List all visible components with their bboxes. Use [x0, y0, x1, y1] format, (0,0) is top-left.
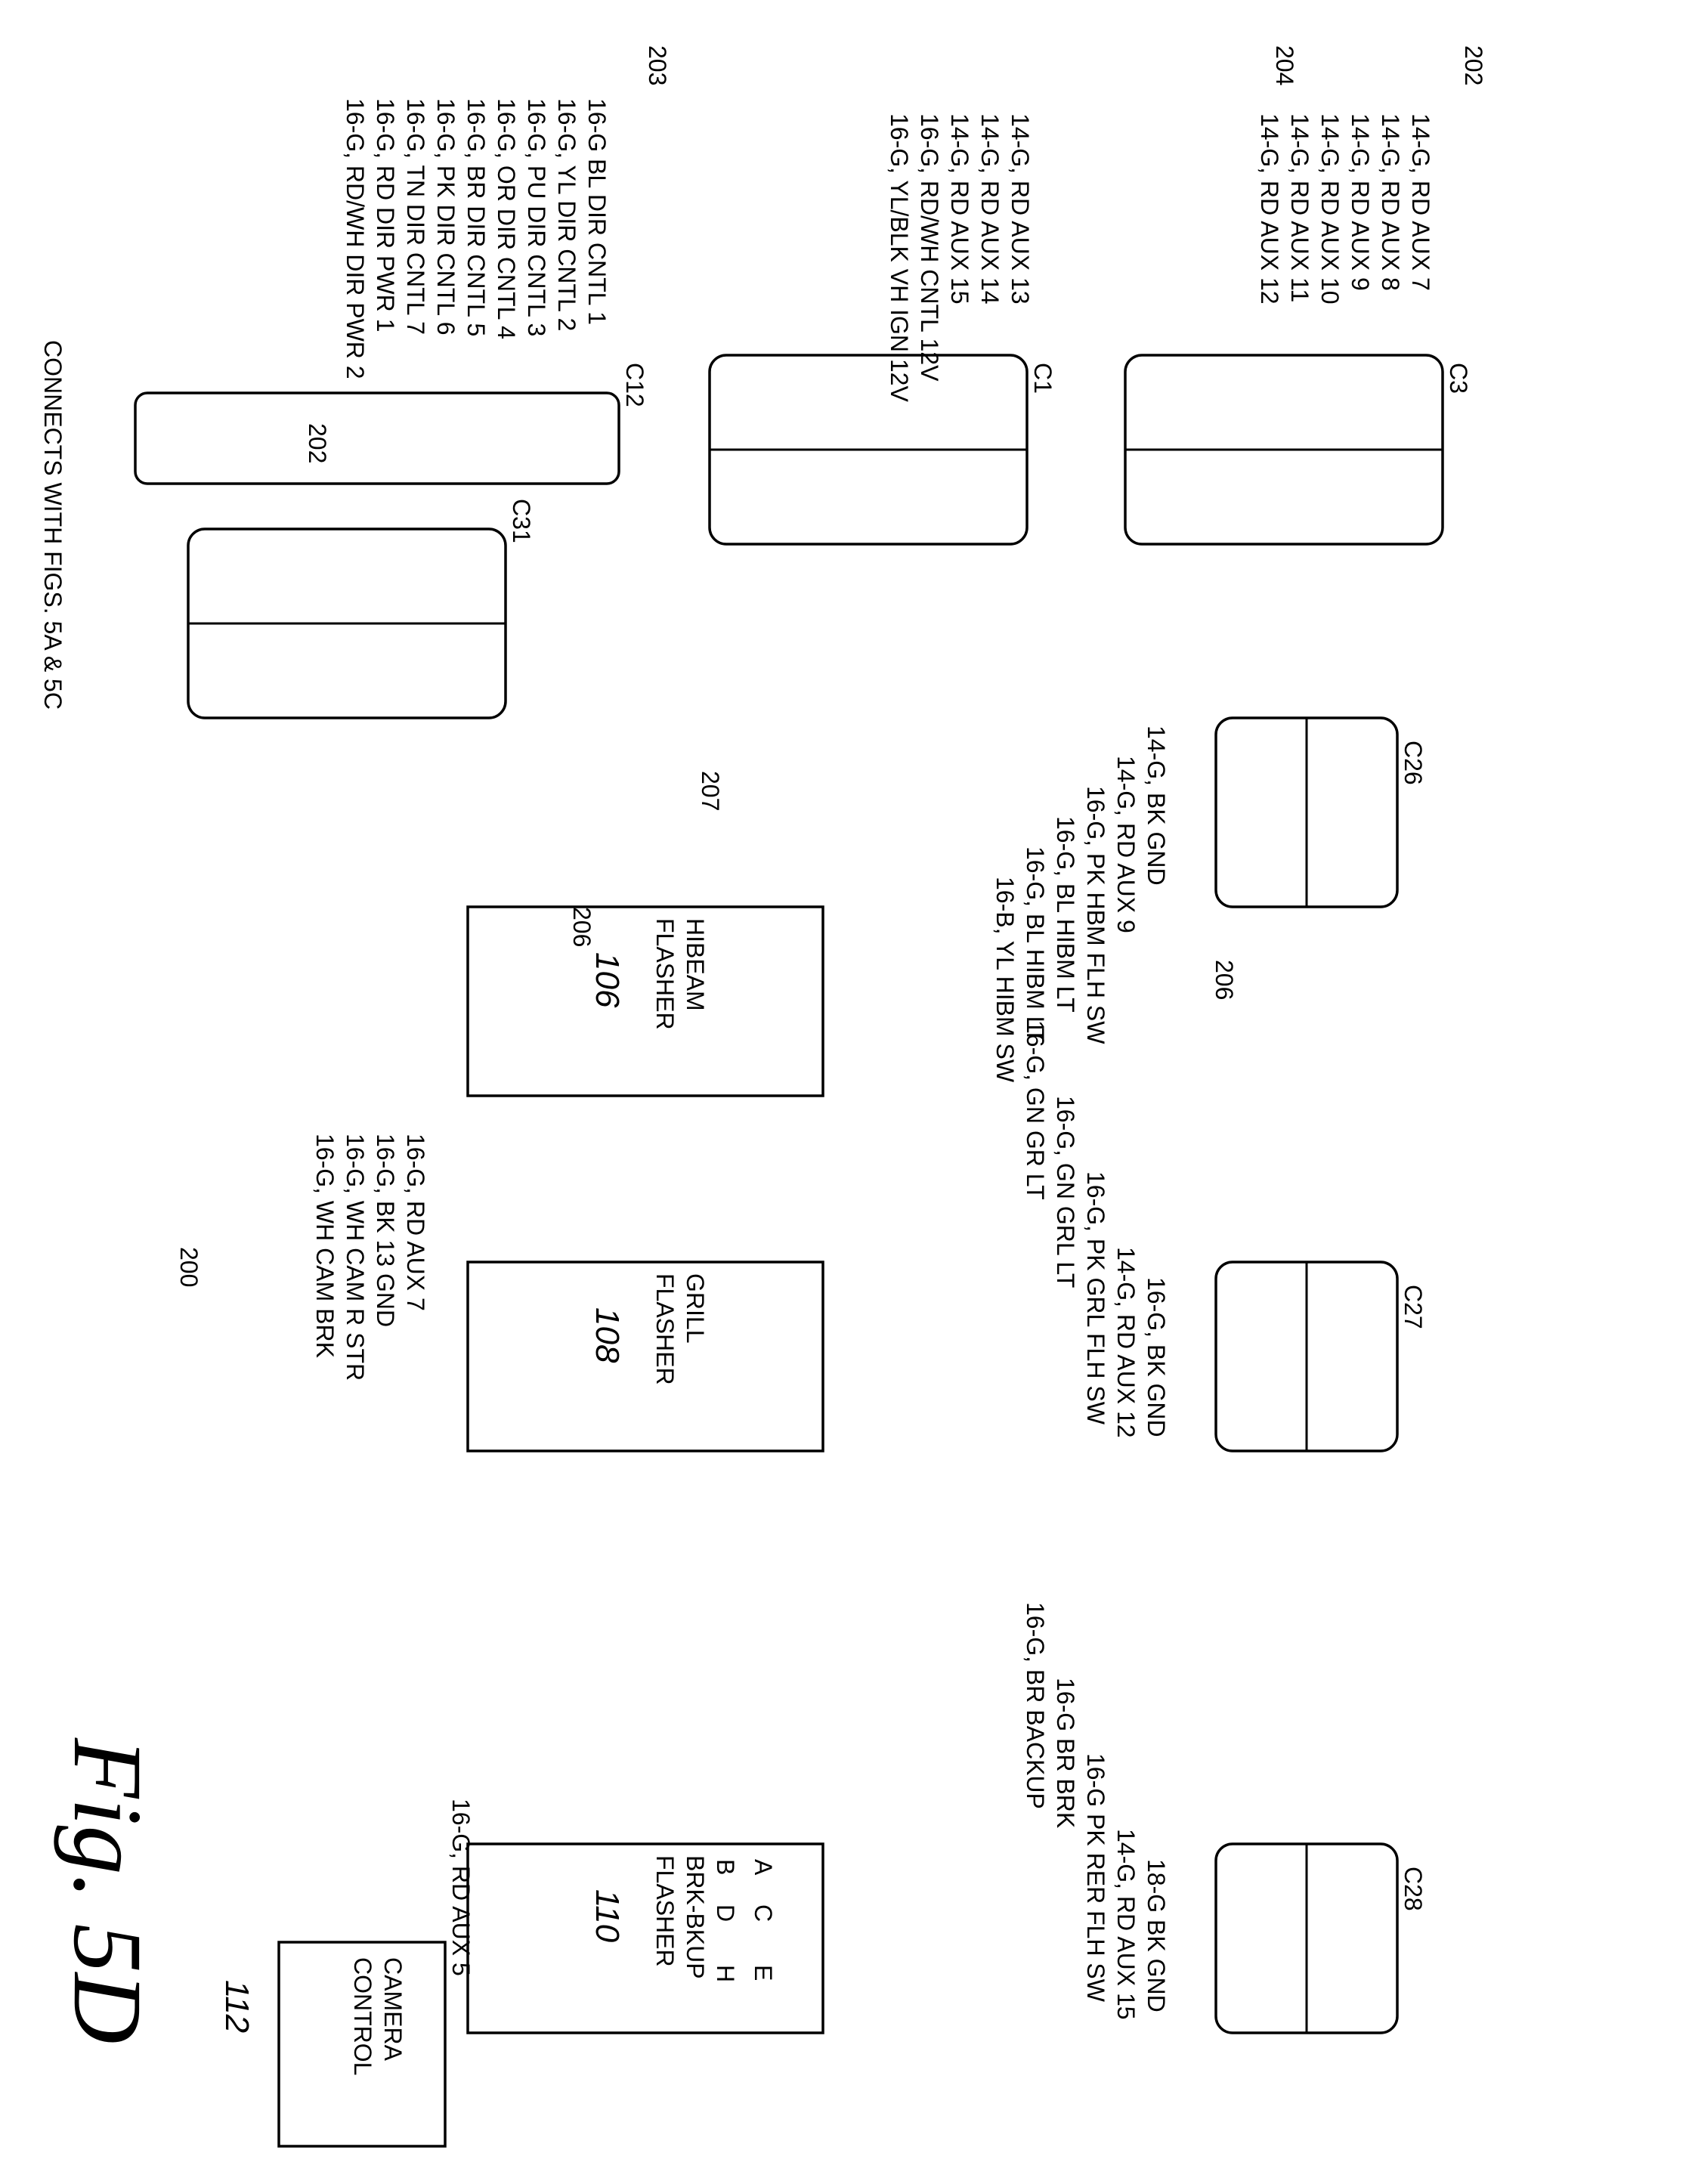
- wire-label: 16-G, BL HIBM LT: [1052, 816, 1079, 1013]
- wire-label: 14-G, RD AUX 12: [1112, 1247, 1140, 1438]
- wire-label: 16-G, BL HIBM LT: [1022, 846, 1049, 1043]
- ref-tags: 200 202 202 203 204 206 206 207: [175, 45, 1487, 1287]
- flasher-110: BRK-BKUP FLASHER 110: [466, 1842, 824, 2034]
- camera-control-number: 112: [218, 1980, 255, 2033]
- connector-c28: C28: [1214, 1842, 1427, 2034]
- wire-label: 16-G, BK 13 GND: [372, 1134, 399, 1327]
- wire-label: 16-G, YL DIR CNTL 2: [553, 98, 580, 331]
- ref-tag-202b: 202: [304, 423, 331, 463]
- wire-label: 16-G BR BRK: [1052, 1678, 1079, 1828]
- ref-tag-202: 202: [1460, 45, 1487, 85]
- wire-label: 16-G BL DIR CNTL 1: [583, 98, 611, 325]
- wire-label: 14-G, BK GND: [1143, 725, 1170, 886]
- flasher-pin-b: B: [712, 1859, 739, 1875]
- wire-label: 16-G PK RER FLH SW: [1082, 1753, 1109, 2003]
- wire-label: 16-B, YL HIBM SW: [991, 877, 1019, 1083]
- ref-tag-204: 204: [1271, 45, 1298, 85]
- wire-label: 16-G, PK GRL FLH SW: [1082, 1171, 1109, 1425]
- flasher-pin-d: D: [712, 1904, 739, 1922]
- connector-c1: C1: [708, 354, 1056, 546]
- connects-note: CONNECTS WITH FIGS. 5A & 5C: [39, 340, 67, 710]
- flasher-108: GRILL FLASHER 108: [466, 1261, 824, 1452]
- wire-label: 16-G, PK DIR CNTL 6: [432, 98, 459, 336]
- wire-label: 16-G, TN DIR CNTL 7: [402, 98, 429, 335]
- wire-label: 16-G, RD AUX 5: [447, 1799, 475, 1976]
- flasher-106-number: 106: [589, 952, 626, 1008]
- ref-tag-206a: 206: [1211, 960, 1238, 1000]
- wire-label: 14-G, RD AUX 11: [1286, 113, 1313, 302]
- wire-label: 14-G, RD AUX 9: [1112, 756, 1140, 933]
- flasher-pin-h: H: [712, 1965, 739, 1982]
- wire-label: 16-G, RD/WH CNTL 12V: [916, 113, 943, 382]
- wire-label: 16-G, PK HBM FLH SW: [1082, 786, 1109, 1044]
- wire-label: 16-G, RD DIR PWR 1: [372, 98, 399, 332]
- wire-label: 14-G, RD AUX 8: [1377, 113, 1404, 291]
- wire-label: 16-G, RD AUX 7: [402, 1134, 429, 1311]
- wire-labels-c3: 14-G, RD AUX 7 14-G, RD AUX 8 14-G, RD A…: [1256, 113, 1434, 305]
- wire-labels-camera: 16-G, RD AUX 5 16-G, RD AUX 7 16-G, BK 1…: [311, 1134, 475, 1976]
- connector-c31-label: C31: [508, 499, 535, 543]
- wire-label: 14-G, RD AUX 15: [1112, 1829, 1140, 2020]
- flasher-110-number: 110: [589, 1889, 626, 1943]
- flasher-110-subtitle: FLASHER: [651, 1855, 679, 1967]
- connector-c26: C26: [1214, 716, 1427, 908]
- flasher-108-title: GRILL: [682, 1273, 709, 1343]
- wire-labels-c27: 16-G, BK GND 14-G, RD AUX 12 16-G, PK GR…: [1022, 1020, 1170, 1438]
- wire-label: 14-G, RD AUX 14: [976, 113, 1004, 305]
- wire-label: 14-G, RD AUX 12: [1256, 113, 1283, 305]
- flasher-110-title: BRK-BKUP: [682, 1855, 709, 1979]
- figure-label: Fig. 5D: [53, 1737, 162, 2043]
- ref-tag-207: 207: [697, 771, 724, 811]
- camera-control-line1: CAMERA: [379, 1957, 407, 2062]
- flasher-pin-a: A: [750, 1859, 777, 1876]
- connector-c1-label: C1: [1029, 363, 1056, 394]
- wire-label: 14-G, RD AUX 9: [1347, 113, 1374, 291]
- connector-c3-label: C3: [1445, 363, 1472, 394]
- wire-labels-c28: 18-G BK GND 14-G, RD AUX 15 16-G PK RER …: [1022, 1602, 1170, 2020]
- wire-label: 18-G BK GND: [1143, 1859, 1170, 2012]
- flasher-pin-letters: A B C D E H: [712, 1859, 777, 1982]
- flasher-108-number: 108: [589, 1307, 626, 1363]
- wire-label: 16-G, BR BACKUP: [1022, 1602, 1049, 1809]
- wire-label: 16-G, PU DIR CNTL 3: [523, 98, 550, 336]
- connector-c3: C3: [1124, 354, 1472, 546]
- flasher-108-subtitle: FLASHER: [651, 1273, 679, 1385]
- wire-label: 16-G, GN GRL LT: [1052, 1096, 1079, 1288]
- wire-label: 16-G, BR DIR CNTL 5: [462, 98, 490, 336]
- wire-labels-c26: 14-G, BK GND 14-G, RD AUX 9 16-G, PK HBM…: [991, 725, 1170, 1083]
- wire-label: 14-G, RD AUX 7: [1407, 113, 1434, 291]
- connector-c12: C12: [134, 363, 648, 485]
- connector-c12-label: C12: [621, 363, 648, 407]
- flasher-pin-e: E: [750, 1965, 777, 1981]
- wire-label: 16-G, RD/WH DIR PWR 2: [342, 98, 369, 379]
- wire-labels-c12: 16-G BL DIR CNTL 1 16-G, YL DIR CNTL 2 1…: [342, 98, 611, 379]
- wire-label: 14-G, RD AUX 15: [946, 113, 973, 305]
- camera-control: CAMERA CONTROL 112: [218, 1941, 447, 2148]
- wire-label: 16-G, WH CAM BRK: [311, 1134, 339, 1358]
- connector-c26-label: C26: [1400, 741, 1427, 785]
- wire-label: 16-G, WH CAM R STR: [342, 1134, 369, 1381]
- connector-c27: C27: [1214, 1261, 1427, 1452]
- wire-label: 16-G, GN GR LT: [1022, 1020, 1049, 1200]
- flasher-106-title: HIBEAM: [682, 918, 709, 1011]
- connector-c27-label: C27: [1400, 1285, 1427, 1329]
- wire-label: 16-G, YL/BLK VH IGN 12V: [886, 113, 913, 402]
- ref-tag-203: 203: [644, 45, 671, 85]
- wire-label: 14-G, RD AUX 13: [1007, 113, 1034, 305]
- flasher-106-subtitle: FLASHER: [651, 918, 679, 1030]
- camera-control-line2: CONTROL: [349, 1957, 376, 2075]
- flasher-106: HIBEAM FLASHER 106: [466, 905, 824, 1097]
- ref-tag-206b: 206: [568, 907, 595, 947]
- wire-label: 16-G, OR DIR CNTL 4: [493, 98, 520, 339]
- wire-label: 16-G, BK GND: [1143, 1277, 1170, 1437]
- wire-label: 14-G, RD AUX 10: [1316, 113, 1344, 305]
- flasher-pin-c: C: [750, 1904, 777, 1922]
- wire-labels-c1: 14-G, RD AUX 13 14-G, RD AUX 14 14-G, RD…: [886, 113, 1034, 402]
- connector-c31: C31: [187, 499, 535, 719]
- ref-tag-200: 200: [175, 1247, 203, 1287]
- connector-c28-label: C28: [1400, 1867, 1427, 1911]
